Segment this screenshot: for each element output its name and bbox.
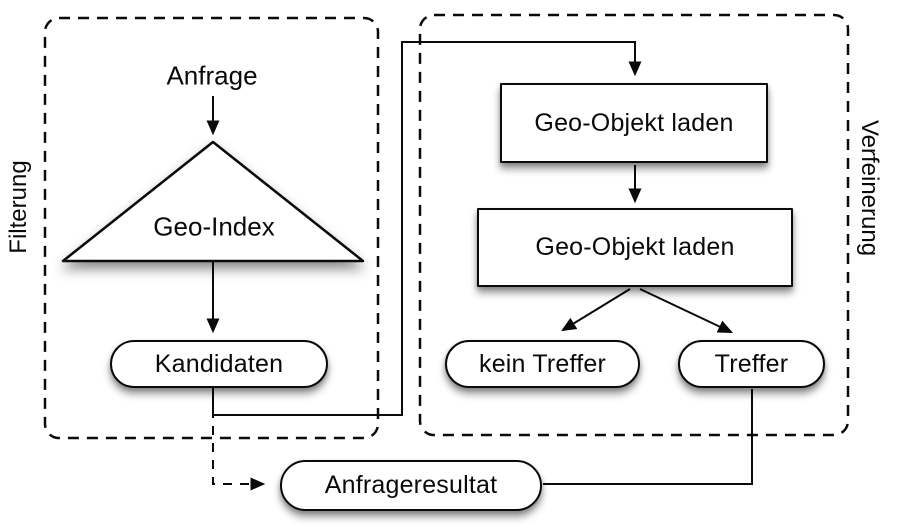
edge-geoobjekt2-treffer — [639, 288, 734, 333]
group-label-filterung: Filterung — [5, 160, 32, 254]
node-treffer: Treffer — [678, 340, 825, 388]
node-geo-index-shape — [61, 140, 365, 263]
edge-geoobjekt2-keintreffer — [561, 288, 631, 332]
node-anfrageresultat: Anfrageresultat — [280, 460, 542, 511]
group-label-verfeinerung: Verfeinerung — [856, 119, 883, 257]
group-border-verfeinerung — [418, 13, 850, 437]
node-geo-objekt-laden-2: Geo-Objekt laden — [477, 208, 793, 287]
node-geo-index-label: Geo-Index — [153, 211, 275, 242]
node-geo-objekt-laden-1: Geo-Objekt laden — [500, 83, 768, 163]
node-kein-treffer: kein Treffer — [445, 340, 640, 388]
group-border-filterung — [43, 16, 380, 440]
edge-treffer-anfrageresultat — [543, 389, 753, 485]
edge-kandidaten-anfrageresultat — [212, 392, 266, 491]
node-kandidaten: Kandidaten — [110, 340, 328, 388]
node-anfrage: Anfrage — [166, 60, 258, 91]
